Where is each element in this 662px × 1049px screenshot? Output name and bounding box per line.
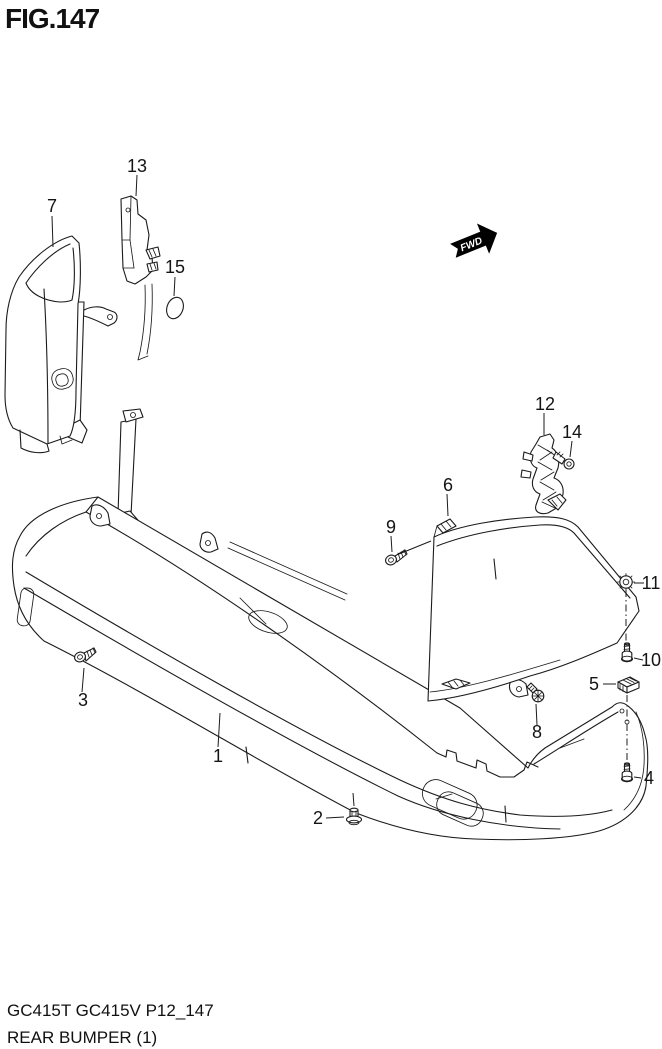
leader-lines [51, 174, 644, 819]
figure-title: FIG.147 [5, 3, 100, 34]
footer-model-code: GC415T GC415V P12_147 [7, 1001, 214, 1020]
nut-11-drawing [617, 573, 635, 591]
part-12-right-bracket-drawing [520, 433, 567, 515]
part-6-right-extension-drawing [427, 516, 640, 702]
part-label-14: 14 [562, 422, 582, 442]
part-label-5: 5 [589, 674, 599, 694]
part-label-7: 7 [47, 196, 57, 216]
screw-9-drawing [385, 540, 432, 566]
part-1-rear-bumper-drawing [11, 496, 649, 841]
screw-4-drawing [620, 762, 634, 783]
bolt-2-drawing [345, 792, 363, 826]
fwd-arrow: FWD [450, 223, 498, 258]
part-label-10: 10 [641, 650, 661, 670]
part-15-cap-drawing [166, 296, 184, 320]
screw-10-drawing [620, 642, 634, 663]
part-label-15: 15 [165, 257, 185, 277]
clip-5-drawing [617, 676, 640, 694]
screw-3-drawing [74, 647, 97, 663]
part-13-left-bracket-drawing [120, 195, 161, 285]
part-number-labels: 1 2 3 4 5 6 7 8 9 10 11 12 13 14 15 [47, 156, 661, 828]
part-label-9: 9 [386, 517, 396, 537]
part-label-2: 2 [313, 808, 323, 828]
fwd-label: FWD [459, 236, 484, 255]
screw-8-drawing [526, 682, 545, 703]
footer-figure-name: REAR BUMPER (1) [7, 1028, 158, 1047]
part-label-12: 12 [535, 394, 555, 414]
part-label-4: 4 [644, 768, 654, 788]
part-label-3: 3 [78, 690, 88, 710]
part-label-6: 6 [443, 475, 453, 495]
part-label-1: 1 [213, 746, 223, 766]
part-label-11: 11 [642, 573, 661, 593]
part-label-8: 8 [532, 722, 542, 742]
screw-14-drawing [546, 449, 575, 470]
part-label-13: 13 [127, 156, 147, 176]
part-7-left-extension-drawing [4, 235, 81, 454]
